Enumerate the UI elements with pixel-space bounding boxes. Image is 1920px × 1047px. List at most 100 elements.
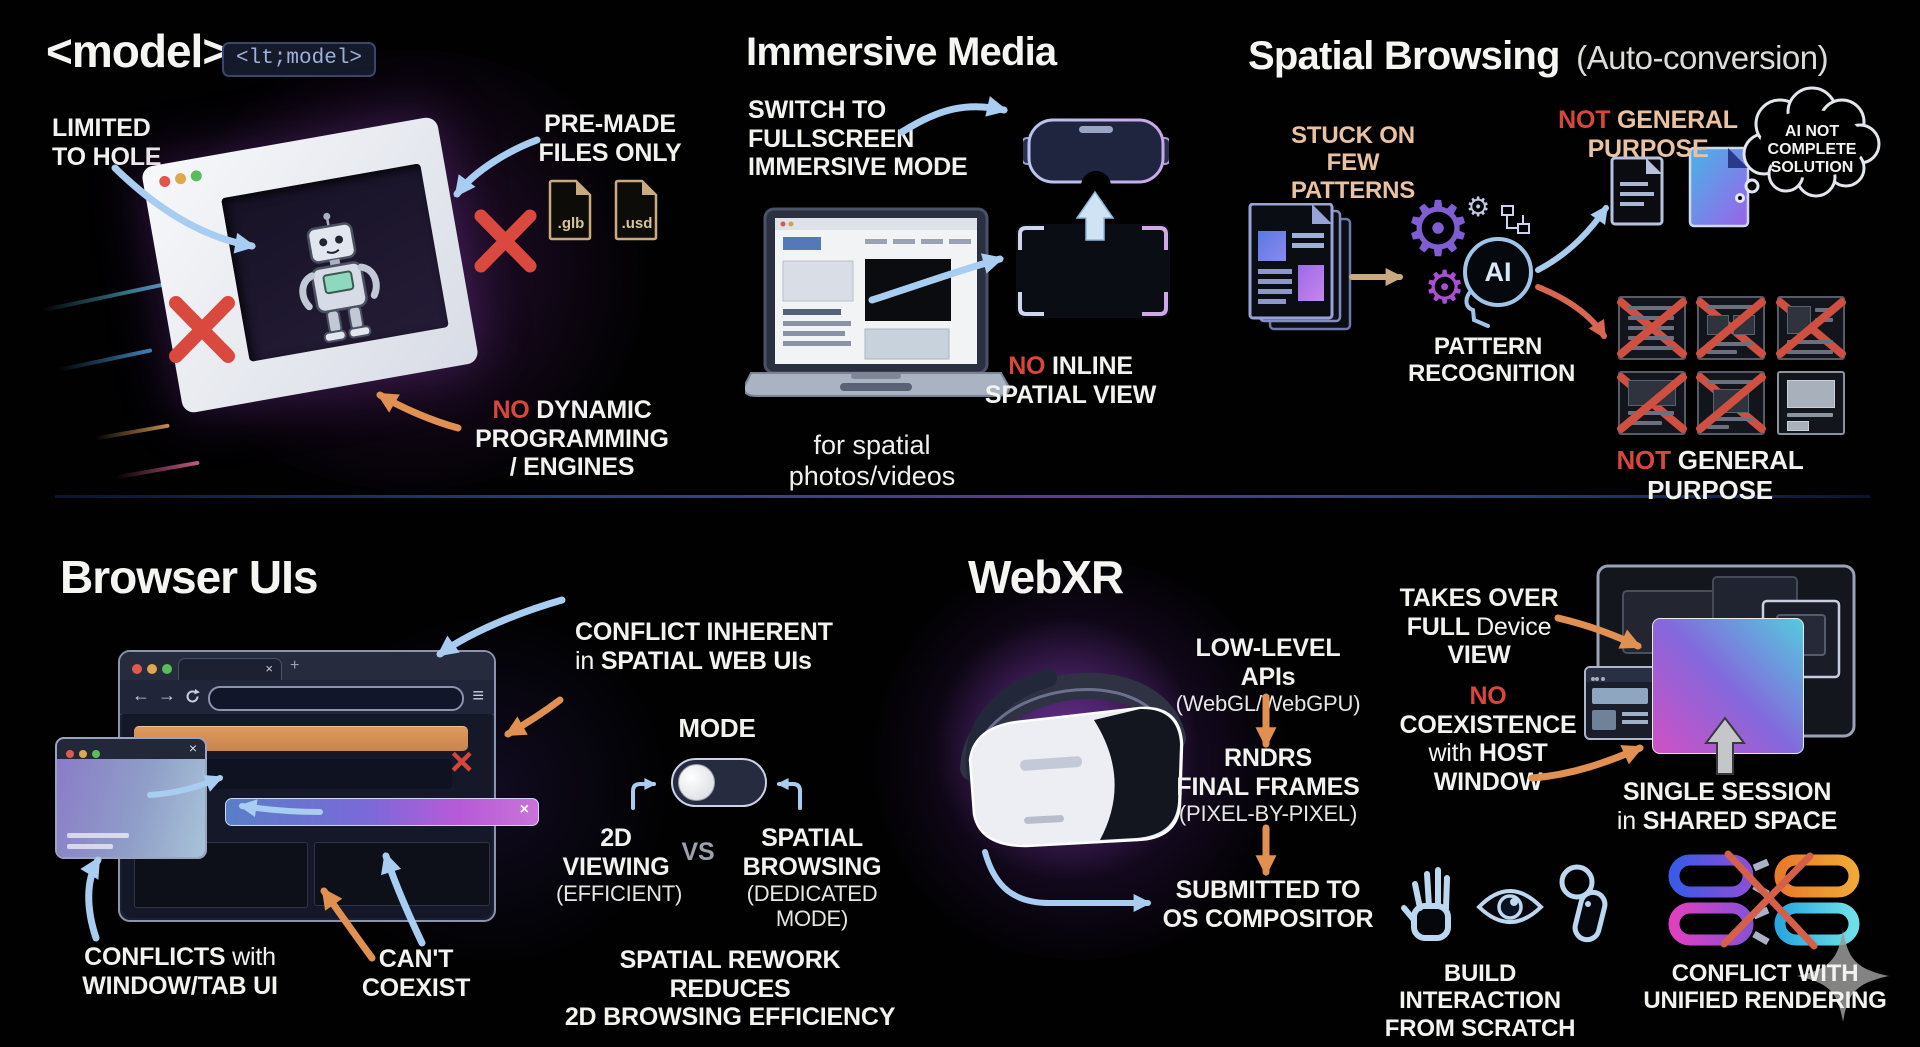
crossed-layout-tile [1618,371,1686,435]
immersive-section-title: Immersive Media [746,30,1057,74]
traffic-lights [158,167,208,193]
hand-icon [1401,867,1451,941]
menu-icon: ≡ [472,685,484,707]
takes-over-label: TAKES OVER FULL Device VIEW [1399,584,1559,669]
speed-streak [41,281,169,313]
new-tab-icon: + [290,657,300,674]
conflict-unified-label: CONFLICT WITH UNIFIED RENDERING [1643,960,1887,1015]
model-browser-window [140,115,480,415]
popup-text-line [67,833,129,838]
traffic-lights [66,745,105,763]
arrow-orange-to-bar [504,696,564,738]
speed-streak [58,348,153,372]
popup-close-icon: × [188,740,197,756]
sparkle-icon [1797,930,1889,1022]
traffic-light-red [66,750,74,758]
speed-streak [95,423,170,441]
crossed-layout-tile [1697,371,1765,435]
glb-file-icon: .glb [548,179,592,241]
traffic-light-red [132,664,142,674]
doc-conversion-icons [1610,146,1750,228]
crossed-layout-tile [1618,296,1686,360]
arrow-toggle-right [776,778,802,810]
spatial-section-subtitle: (Auto-conversion) [1576,39,1829,76]
gear-icon: ⚙ [1466,192,1491,222]
traffic-light-red [158,175,172,188]
x-mark-icon [474,209,537,273]
cant-coexist-label: CAN'T COEXIST [361,945,471,1002]
popup-body [57,759,205,857]
immersive-session-panel [1652,618,1804,754]
spatial-browsing-label: SPATIAL BROWSING (DEDICATED MODE) [742,824,882,932]
thought-bubble-icon: AI NOT COMPLETE SOLUTION [1735,86,1881,203]
submitted-compositor-label: SUBMITTED TO OS COMPOSITOR [1162,876,1374,933]
no-dynamic-label: NO DYNAMIC PROGRAMMING / ENGINES [475,396,669,481]
traffic-lights [132,661,177,679]
svg-text:AI: AI [1485,257,1512,287]
vr-controller-icon [1559,864,1608,943]
content-panel [314,842,490,906]
traffic-light-yellow [147,664,157,674]
crossed-layout-tile [1697,296,1765,360]
no-inline-label: NO INLINE SPATIAL VIEW [984,352,1157,409]
traffic-light-green [189,169,203,183]
model-section-title: <model> [46,25,229,77]
spatial-ui-bar: × [225,798,539,826]
flowchart-glyph-icon [1501,205,1530,234]
traffic-light [1601,677,1605,681]
arrow-up-to-popup [80,856,102,942]
svg-text:COMPLETE: COMPLETE [1768,141,1857,158]
ai-head-icon: AI [1463,237,1533,328]
host-browser-window [1584,666,1658,740]
traffic-light-green [92,750,100,758]
build-interaction-label: BUILD INTERACTION FROM SCRATCH [1384,960,1576,1042]
model-code-chip: <lt;model> [222,42,377,77]
gear-icon: ⚙ [1424,261,1466,313]
premade-files-label: PRE-MADE FILES ONLY [538,110,682,167]
tab-close-icon: × [265,661,273,676]
limited-to-hole-label: LIMITED TO HOLE [52,114,162,171]
browser-titlebar: × + [120,652,494,681]
refresh-icon [186,689,200,703]
stuck-patterns-label: STUCK ON FEW PATTERNS [1290,122,1416,204]
not-general-top-label: NOT GENERAL PURPOSE [1558,106,1738,163]
browser-navbar: ← → ≡ [120,680,494,715]
layout-tile [1777,371,1845,435]
not-general-bottom-label: NOT GENERAL PURPOSE [1616,445,1804,505]
forward-icon: → [158,685,176,705]
speed-streak [115,460,200,480]
eye-icon [1476,889,1544,924]
url-bar [208,686,464,711]
2d-viewing-label: 2D VIEWING (EFFICIENT) [556,824,683,906]
arrow-no-dynamic-to-robot [376,391,462,432]
mode-label: MODE [678,713,756,743]
arrow-premade-to-window [453,136,541,198]
webxr-headset-icon [934,616,1198,880]
gear-icon: ⚙ [1404,187,1473,272]
traffic-light-green [162,664,172,674]
no-coexistence-label: NO COEXISTENCE with HOST WINDOW [1399,682,1577,796]
spatial-rework-label: SPATIAL REWORK REDUCES 2D BROWSING EFFIC… [564,946,896,1031]
back-icon: ← [132,685,150,705]
browser-section-title: Browser UIs [60,551,318,603]
traffic-light [1591,677,1595,681]
crossed-layout-tile [1777,296,1845,360]
lowlevel-apis-label: LOW-LEVEL APIs (WebGL/WebGPU) [1175,634,1361,716]
robot-icon [299,212,380,343]
svg-text:.usd: .usd [622,215,653,232]
cutout-hole [221,163,449,362]
arrow-toggle-left [631,778,657,810]
mode-comparison: 2D VIEWING (EFFICIENT) VS SPATIAL BROWSI… [556,824,904,932]
renders-frames-label: RNDRS FINAL FRAMES (PIXEL-BY-PIXEL) [1176,744,1360,826]
broken-chain-icon [1668,850,1860,950]
webxr-section-title: WebXR [968,551,1124,603]
spatial-media-caption: for spatial photos/videos [788,430,956,491]
vs-label: VS [681,838,715,866]
svg-text:AI NOT: AI NOT [1785,123,1839,140]
traffic-light [1595,677,1599,681]
documents-stack-icon [1248,203,1352,331]
layout-tiles-grid [1618,296,1845,435]
traffic-light-yellow [174,172,187,186]
toggle-knob [678,764,715,801]
